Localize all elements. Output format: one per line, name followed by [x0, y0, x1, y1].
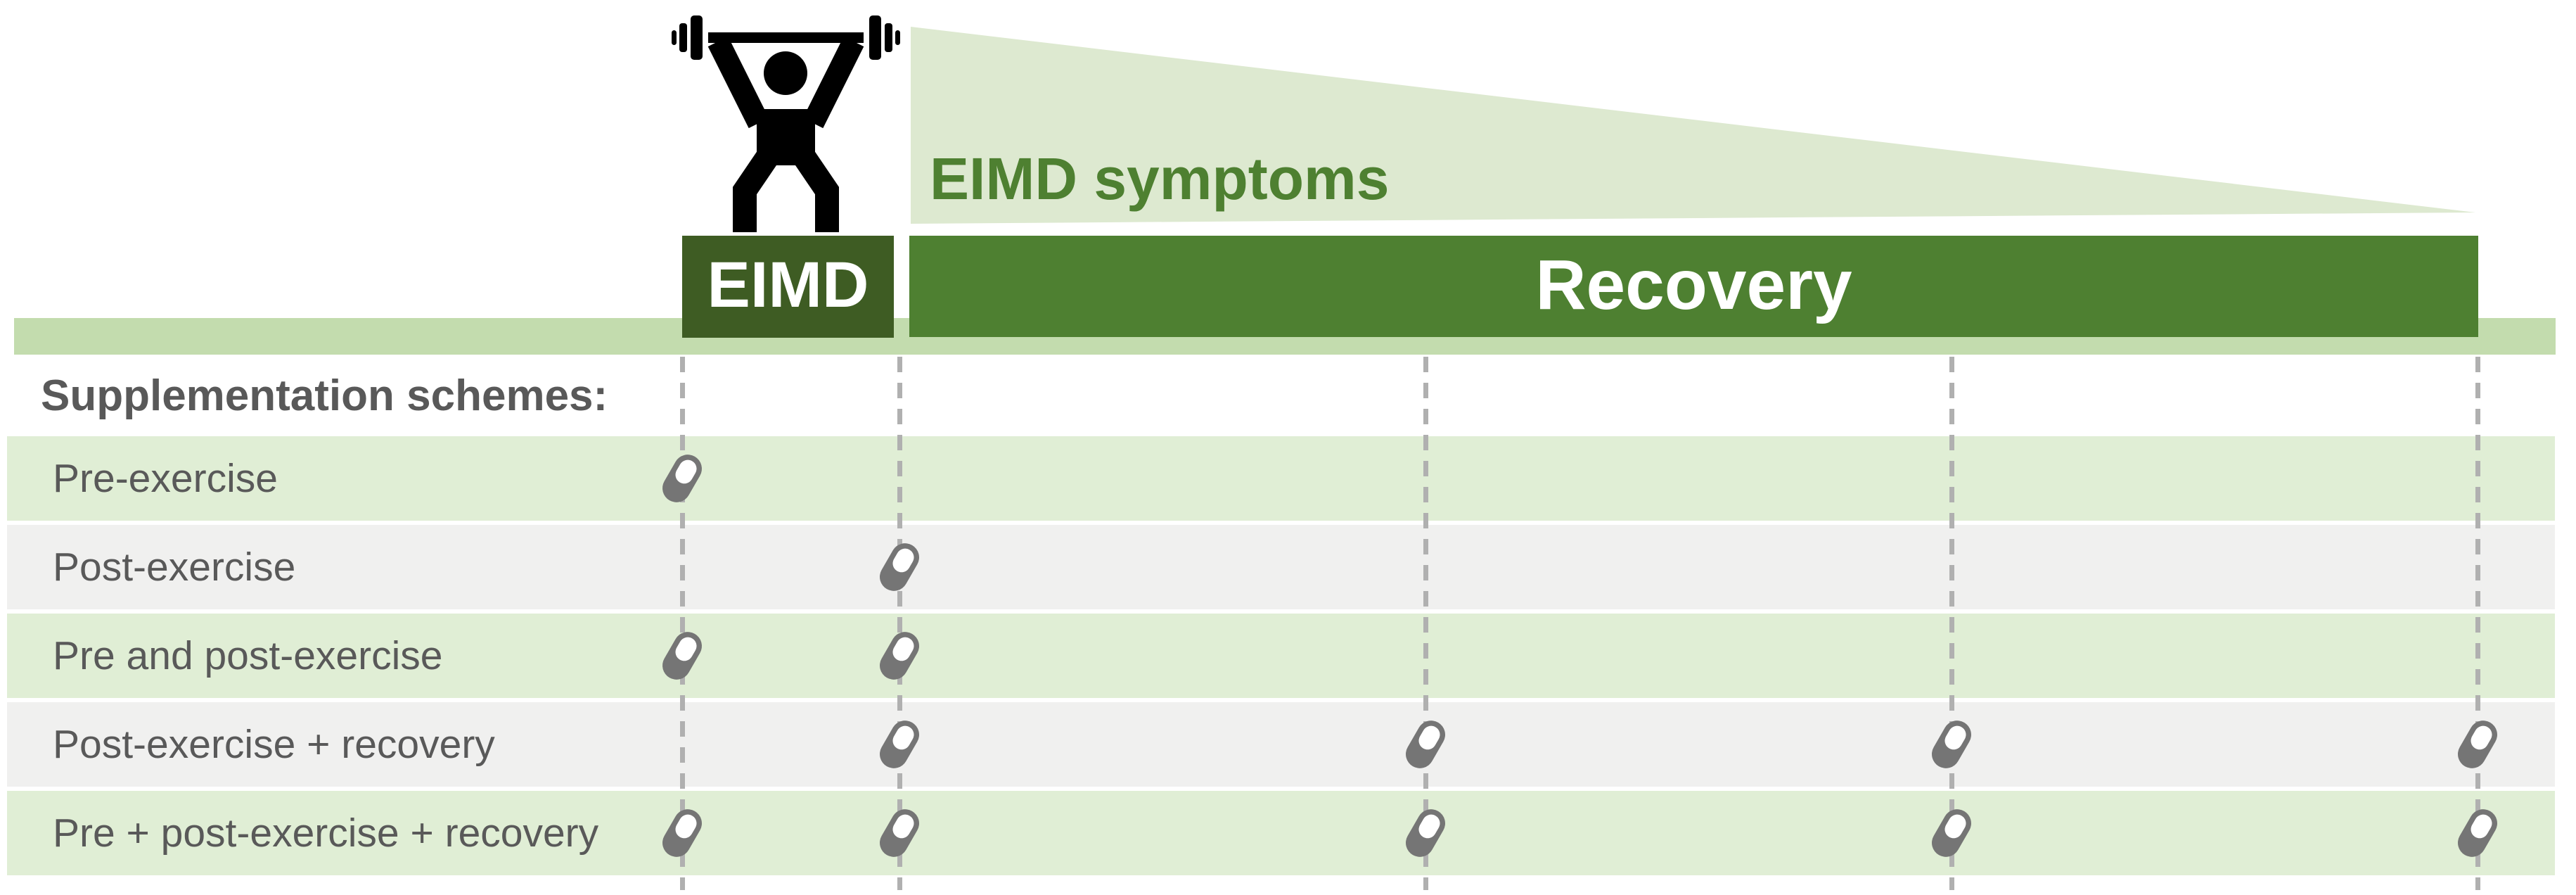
scheme-row: Post-exercise [7, 525, 2555, 609]
pill-capsule-icon [1916, 708, 1987, 781]
scheme-row-label: Pre and post-exercise [53, 633, 443, 678]
pill-capsule-icon [2442, 796, 2513, 870]
eimd-box: EIMD [682, 236, 894, 338]
timeline-dashed-line [1423, 357, 1428, 890]
pill-capsule-icon [1916, 796, 1987, 870]
pill-capsule-icon [2442, 708, 2513, 781]
pill-capsule-icon [647, 442, 717, 515]
eimd-symptoms-wedge [911, 27, 2475, 224]
recovery-bar: Recovery [909, 236, 2478, 337]
timeline-dashed-line [1949, 357, 1954, 890]
weightlifter-icon [672, 15, 900, 232]
timeline-dashed-line [897, 357, 902, 890]
timeline-dashed-line [2475, 357, 2480, 890]
timeline-dashed-line [679, 357, 685, 890]
scheme-row-label: Post-exercise [53, 545, 296, 590]
scheme-row: Pre-exercise [7, 436, 2555, 521]
pill-capsule-icon [864, 619, 935, 692]
pill-capsule-icon [1390, 708, 1461, 781]
scheme-row-label: Post-exercise + recovery [53, 722, 495, 767]
pill-capsule-icon [864, 531, 935, 604]
supplementation-schemes-title: Supplementation schemes: [41, 372, 608, 420]
scheme-row: Pre and post-exercise [7, 614, 2555, 698]
pill-capsule-icon [1390, 796, 1461, 870]
eimd-symptoms-label: EIMD symptoms [930, 146, 1390, 212]
scheme-row-label: Pre-exercise [53, 456, 278, 501]
pill-capsule-icon [647, 796, 717, 870]
pill-capsule-icon [864, 708, 935, 781]
pill-capsule-icon [864, 796, 935, 870]
pill-capsule-icon [647, 619, 717, 692]
scheme-row: Pre + post-exercise + recovery [7, 791, 2555, 875]
scheme-row-label: Pre + post-exercise + recovery [53, 811, 599, 856]
scheme-row: Post-exercise + recovery [7, 702, 2555, 787]
